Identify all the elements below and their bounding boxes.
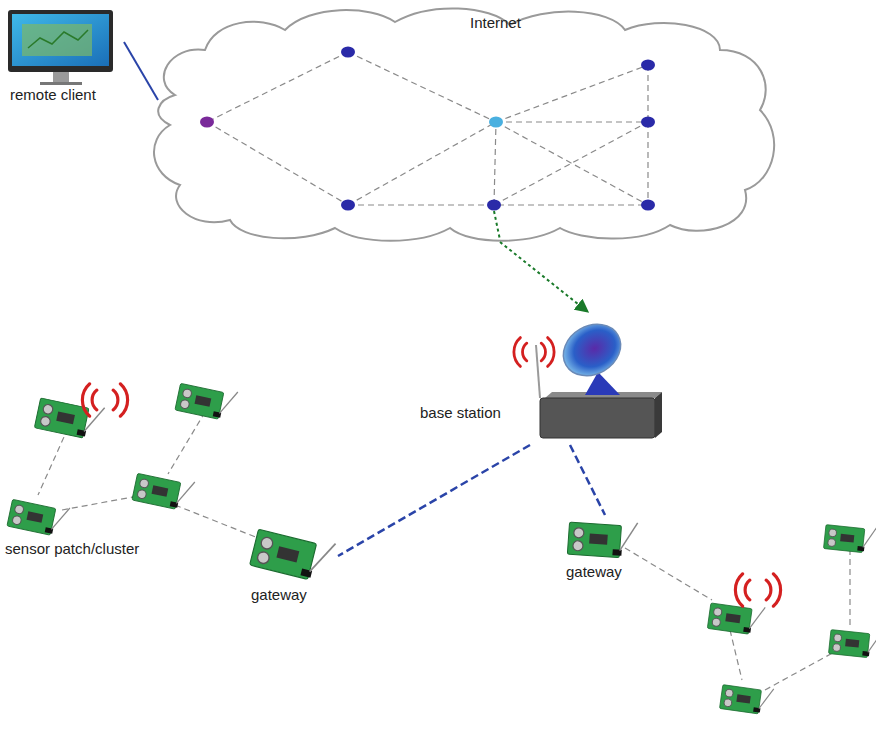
base-station-icon: [514, 314, 662, 438]
node-label: remote client: [10, 86, 96, 104]
network-link: [500, 242, 588, 312]
network-link: [570, 445, 605, 515]
gateway-node: gateway: [563, 515, 648, 587]
internet-node: Internet: [158, 0, 778, 242]
node-label: Internet: [470, 14, 521, 32]
sensor-links: [38, 412, 850, 690]
uplink-dots: [494, 211, 500, 240]
network-link: [124, 42, 158, 100]
node-label: gateway: [251, 586, 307, 604]
internet-routers: [200, 47, 655, 211]
gateway-node: gateway: [248, 518, 338, 608]
sensor-node: sensor patch/cluster: [2, 490, 182, 562]
client-node: remote client: [4, 6, 124, 108]
base-station-node: base station: [415, 312, 665, 445]
node-label: base station: [420, 404, 501, 422]
internet-cloud: [154, 8, 774, 240]
node-label: sensor patch/cluster: [5, 540, 139, 558]
node-label: gateway: [566, 563, 622, 581]
monitor-icon: [8, 10, 113, 85]
network-link: [338, 445, 530, 556]
internet-links: [207, 52, 648, 205]
